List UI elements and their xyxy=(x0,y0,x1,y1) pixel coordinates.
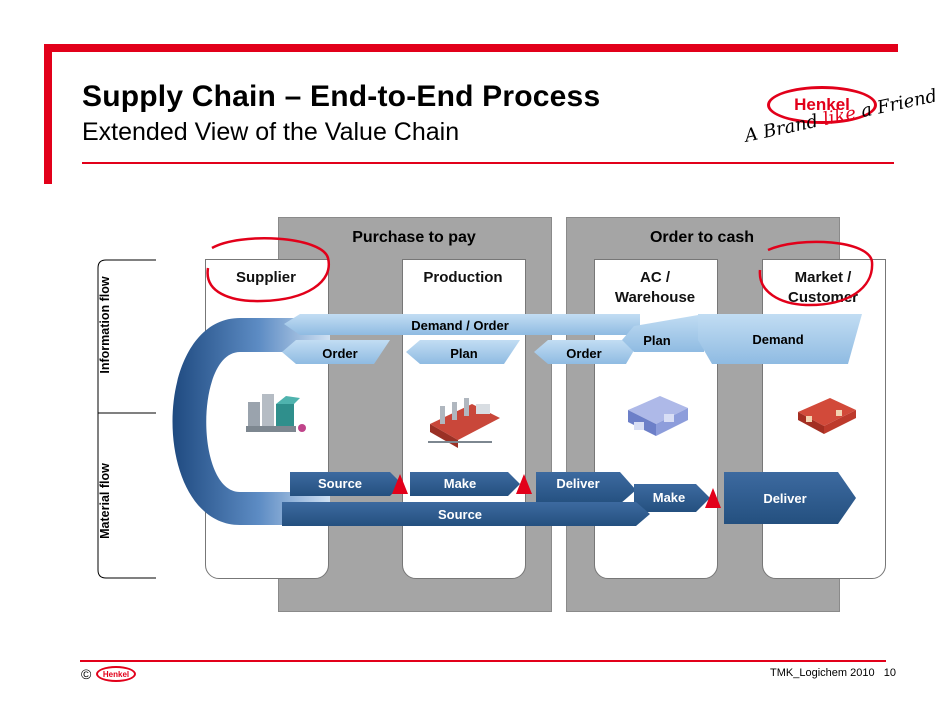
header-underline xyxy=(82,162,894,164)
purchase-to-pay-label: Purchase to pay xyxy=(352,229,476,246)
deliver-label-2: Deliver xyxy=(763,491,807,506)
footer-doc-name: TMK_Logichem 2010 xyxy=(770,667,875,679)
plan-label-2: Plan xyxy=(643,333,671,348)
market-label-line1: Market / xyxy=(794,269,852,286)
copyright-symbol: © xyxy=(81,666,92,682)
customer-highlight-circle xyxy=(758,240,874,307)
footer-doc-info: TMK_Logichem 2010 10 xyxy=(770,667,896,679)
marker-1 xyxy=(392,474,408,494)
henkel-logo: Henkel xyxy=(767,86,877,124)
warehouse-label-line2: Warehouse xyxy=(614,289,696,306)
deliver-arrow-2 xyxy=(724,472,856,524)
demand-order-label: Demand / Order xyxy=(411,318,509,333)
production-factory-icon xyxy=(428,398,500,448)
source-label-2: Source xyxy=(437,507,483,522)
order-arrow-2 xyxy=(534,340,640,364)
supplier-label: Supplier xyxy=(235,269,296,286)
marker-3 xyxy=(705,488,721,508)
deliver-label-1: Deliver xyxy=(556,476,600,491)
footer-henkel-logo: Henkel xyxy=(96,666,136,682)
source-label-1: Source xyxy=(317,476,363,491)
demand-arrow xyxy=(698,314,862,364)
make-label-2: Make xyxy=(652,490,686,505)
demand-order-arrow xyxy=(284,314,640,335)
warehouse-icon xyxy=(628,396,688,436)
side-bracket xyxy=(97,259,156,579)
u-turn-arrow xyxy=(172,318,330,525)
source-arrow-2 xyxy=(282,502,650,526)
footer-line xyxy=(80,660,886,662)
page-number: 10 xyxy=(883,667,896,679)
warehouse-label-line1: AC / xyxy=(640,269,670,286)
deliver-arrow-1 xyxy=(536,472,636,504)
market-store-icon xyxy=(798,398,856,434)
supplier-plant-icon xyxy=(246,394,306,432)
plan-label-1: Plan xyxy=(450,346,478,361)
page-subtitle: Extended View of the Value Chain xyxy=(82,118,460,146)
demand-label: Demand xyxy=(752,332,804,347)
make-label-1: Make xyxy=(443,476,477,491)
top-red-bar xyxy=(44,44,898,52)
plan-arrow-2 xyxy=(622,314,704,352)
plan-arrow-1 xyxy=(406,340,520,364)
order-to-cash-label: Order to cash xyxy=(649,229,755,246)
make-arrow-1 xyxy=(410,472,520,496)
order-label-2: Order xyxy=(566,346,602,361)
source-arrow-1 xyxy=(290,472,402,496)
supplier-highlight-circle xyxy=(206,237,331,303)
left-red-bar xyxy=(44,44,52,184)
order-arrow-1 xyxy=(282,340,390,364)
order-label-1: Order xyxy=(322,346,358,361)
page-title: Supply Chain – End-to-End Process xyxy=(82,80,601,113)
production-label: Production xyxy=(423,269,503,286)
marker-2 xyxy=(516,474,532,494)
make-arrow-2 xyxy=(634,484,710,512)
